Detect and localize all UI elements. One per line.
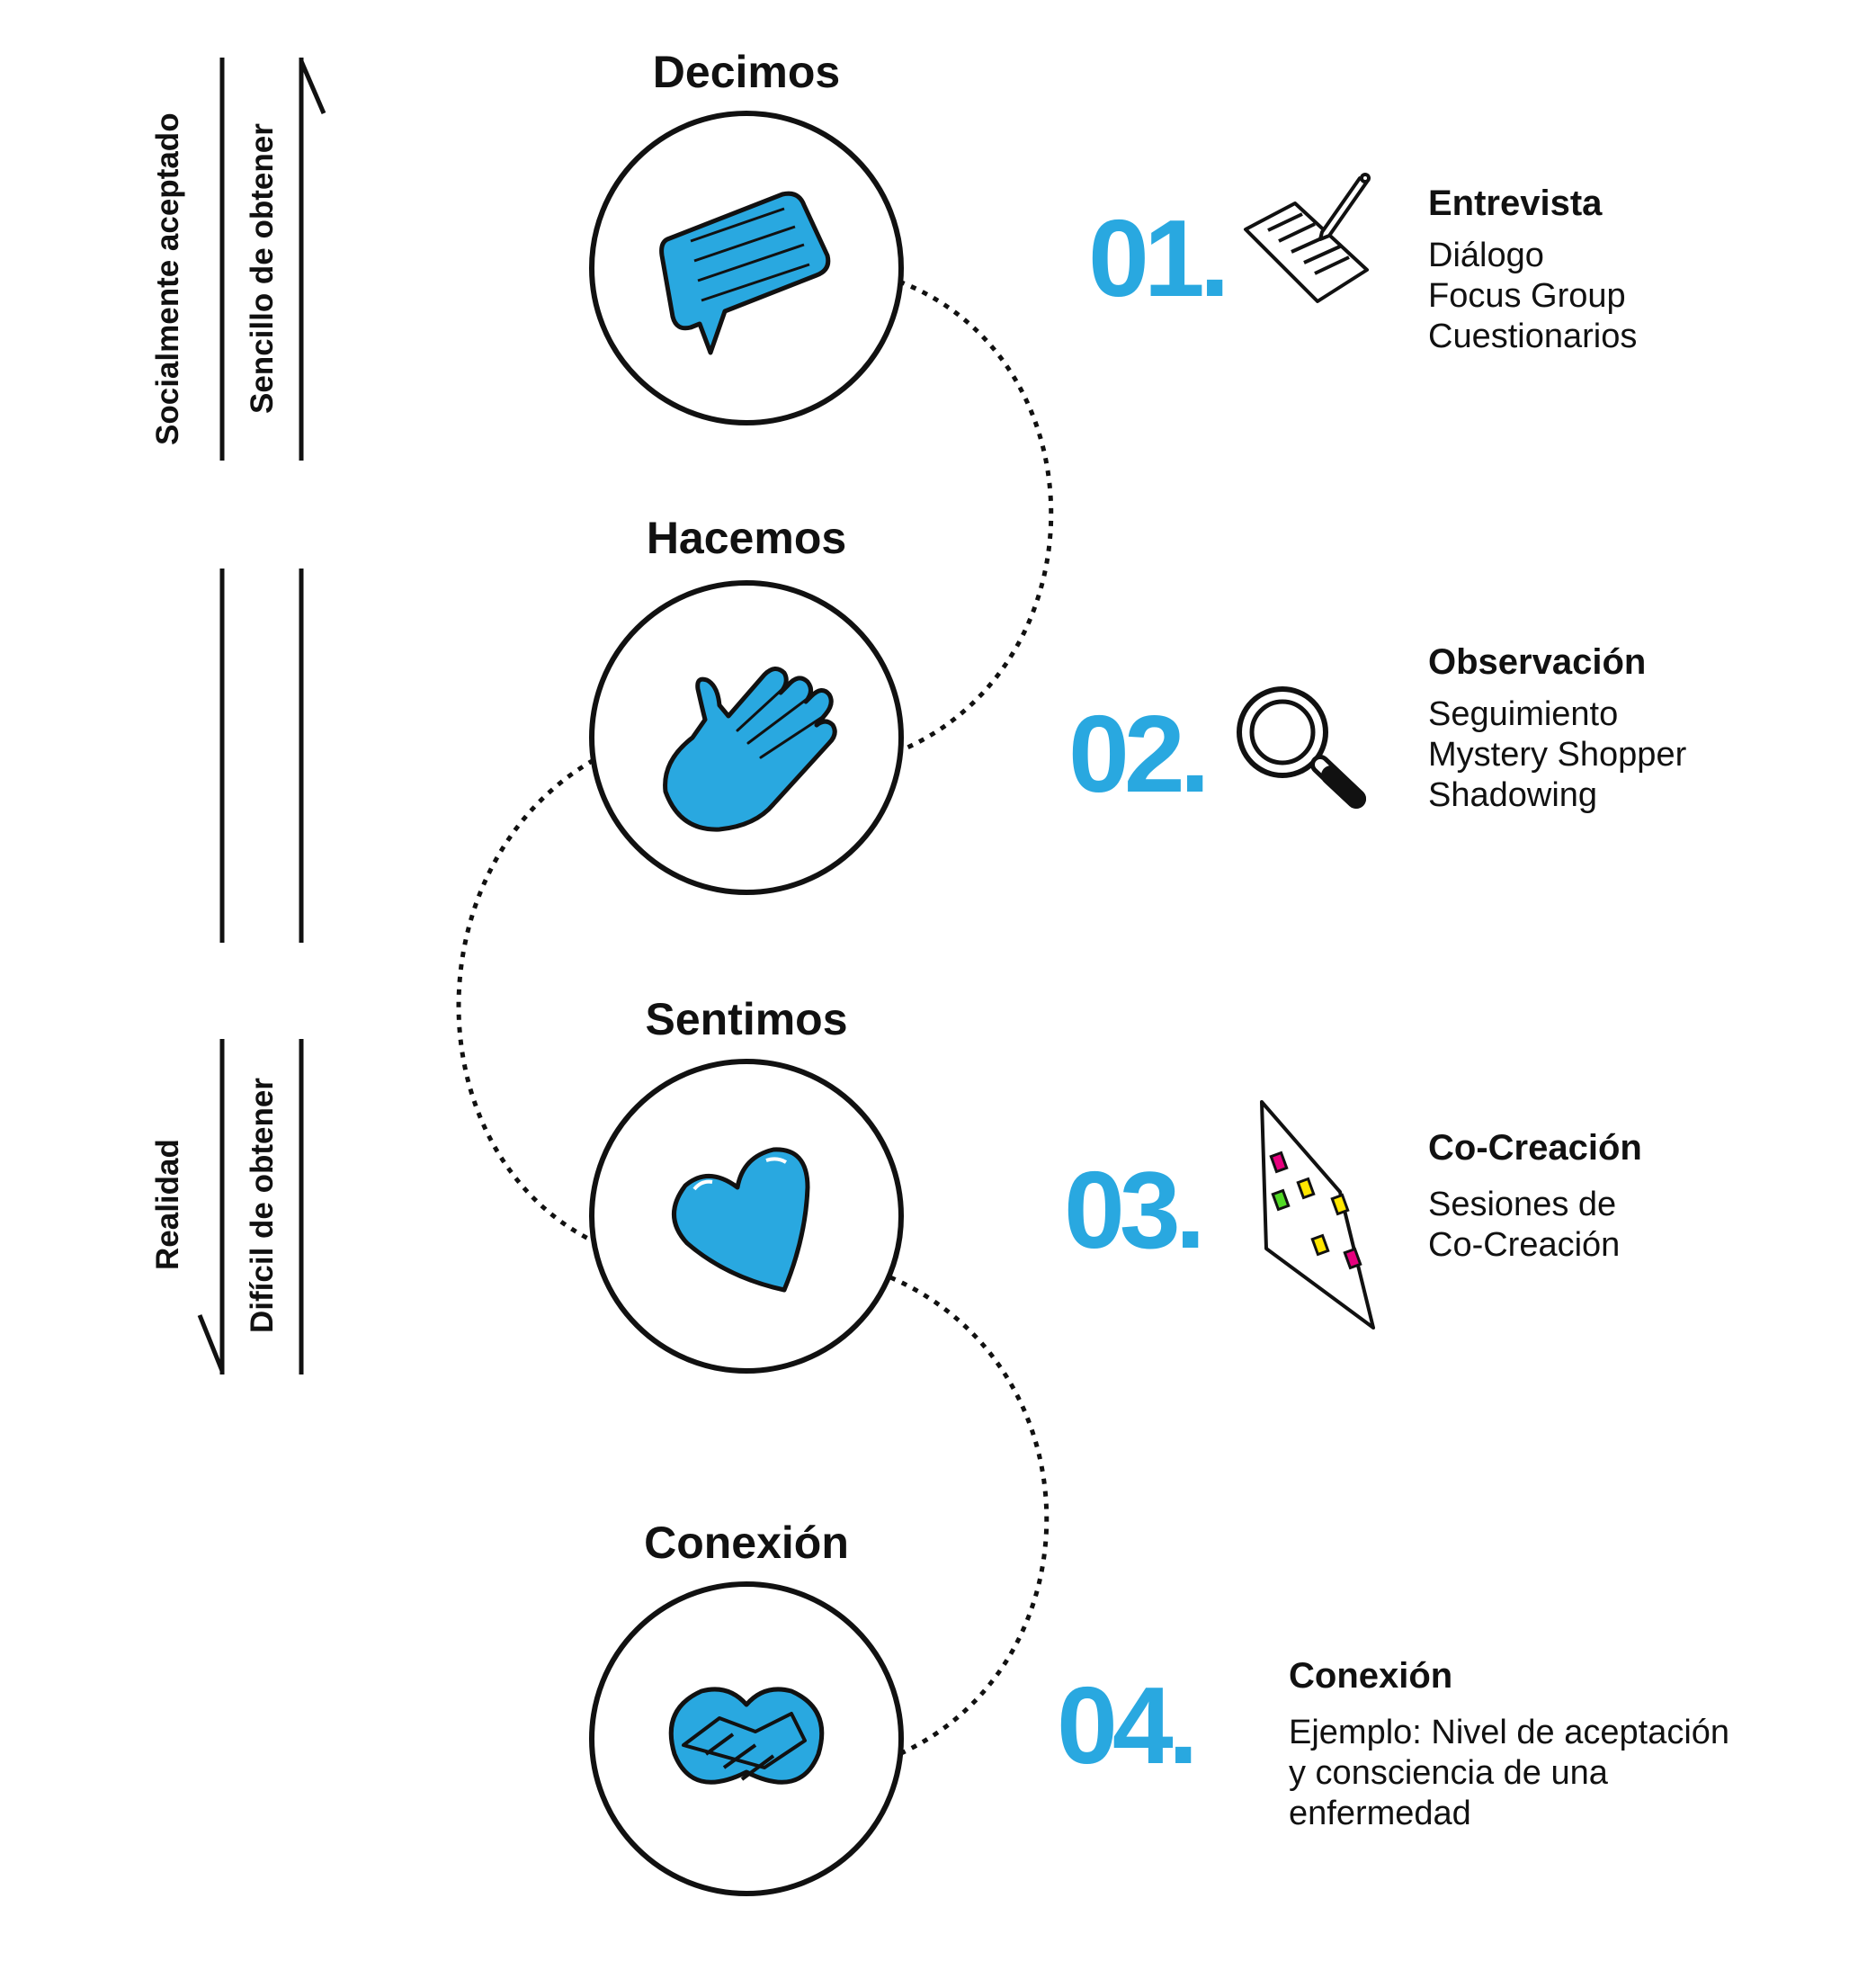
method-item: Co-Creación — [1428, 1226, 1621, 1264]
dotted-connector — [456, 279, 1054, 1757]
method-item: Seguimiento — [1428, 695, 1619, 733]
method-item: Ejemplo: Nivel de aceptación — [1289, 1714, 1730, 1751]
method-title-conexion: Conexión — [1289, 1656, 1453, 1696]
handshake-heart-icon — [668, 1687, 825, 1785]
method-number-01: 01. — [1088, 197, 1230, 319]
axis-label-realidad: Realidad — [150, 1139, 185, 1270]
method-item: enfermedad — [1289, 1795, 1471, 1832]
speech-bubble-icon — [659, 191, 831, 355]
document-pen-icon — [1244, 173, 1371, 303]
method-title-entrevista: Entrevista — [1428, 184, 1603, 223]
sticky-notes-board-icon — [1260, 1100, 1375, 1330]
method-number-04: 04. — [1057, 1664, 1199, 1786]
method-item: Focus Group — [1428, 277, 1626, 315]
stage-title-sentimos: Sentimos — [645, 994, 848, 1044]
hand-icon — [663, 667, 837, 832]
stage-title-decimos: Decimos — [652, 47, 841, 97]
axis-label-sencillo-de-obtener: Sencillo de obtener — [245, 123, 280, 414]
arrow-down-icon — [197, 1314, 225, 1372]
stage-title-hacemos: Hacemos — [646, 513, 847, 563]
axis-label-dificil-de-obtener: Difícil de obtener — [245, 1078, 280, 1333]
method-item: Mystery Shopper — [1428, 736, 1687, 774]
axis-label-socialmente-aceptado: Socialmente aceptado — [150, 112, 185, 445]
method-item: Diálogo — [1428, 237, 1544, 274]
stage-title-conexion: Conexión — [644, 1518, 849, 1568]
method-item: Shadowing — [1428, 776, 1598, 814]
method-number-03: 03. — [1064, 1149, 1206, 1271]
method-title-observacion: Observación — [1428, 642, 1647, 682]
method-item: Cuestionarios — [1428, 318, 1638, 355]
magnifier-icon — [1237, 686, 1366, 809]
arrow-up-icon — [299, 60, 326, 114]
method-title-co-creacion: Co-Creación — [1428, 1128, 1642, 1168]
heart-icon — [672, 1147, 810, 1293]
method-item: Sesiones de — [1428, 1186, 1617, 1223]
method-number-02: 02. — [1068, 693, 1210, 815]
method-item: y consciencia de una — [1289, 1754, 1608, 1792]
